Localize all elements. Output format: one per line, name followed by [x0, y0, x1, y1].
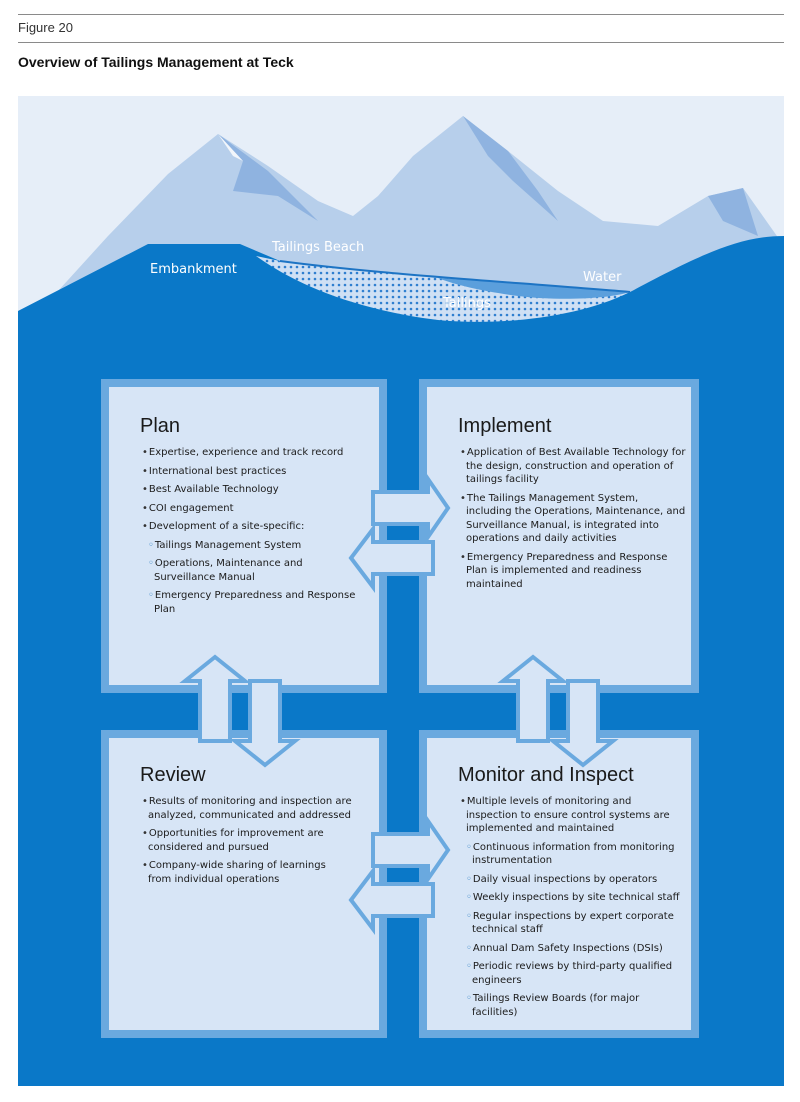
- tailings-beach-label: Tailings Beach: [272, 240, 365, 255]
- plan-item: COI engagement: [140, 502, 366, 516]
- mountain-shadow: [218, 116, 758, 236]
- review-item: Results of monitoring and inspection are…: [140, 795, 352, 822]
- tailings-label: Tailings: [443, 296, 491, 311]
- implement-title: Implement: [458, 415, 552, 437]
- plan-item: Development of a site-specific:: [140, 520, 366, 534]
- arrow-review-to-monitor: [371, 814, 451, 886]
- arrow-review-to-plan: [179, 654, 251, 743]
- monitor-panel: Monitor and Inspect Multiple levels of m…: [458, 764, 686, 1024]
- review-title: Review: [140, 764, 206, 786]
- plan-panel: Plan Expertise, experience and track rec…: [140, 415, 366, 621]
- monitor-subitem: Weekly inspections by site technical sta…: [458, 891, 686, 905]
- monitor-subitem: Annual Dam Safety Inspections (DSIs): [458, 942, 686, 956]
- monitor-title: Monitor and Inspect: [458, 764, 634, 786]
- monitor-subitem: Continuous information from monitoring i…: [458, 841, 686, 868]
- plan-subitem: Operations, Maintenance and Surveillance…: [140, 557, 366, 584]
- review-item: Company-wide sharing of learnings from i…: [140, 859, 352, 886]
- implement-item: Emergency Preparedness and Response Plan…: [458, 551, 686, 592]
- review-list: Results of monitoring and inspection are…: [140, 795, 352, 886]
- plan-item: Expertise, experience and track record: [140, 446, 366, 460]
- arrow-monitor-to-implement: [497, 654, 569, 743]
- mountain-highlight: [218, 134, 243, 161]
- plan-subitem: Tailings Management System: [140, 539, 366, 553]
- arrow-plan-to-review: [229, 679, 301, 768]
- top-rule: [18, 14, 784, 15]
- arrow-implement-to-monitor: [547, 679, 619, 768]
- monitor-list: Multiple levels of monitoring and inspec…: [458, 795, 686, 1019]
- embankment-label: Embankment: [150, 262, 237, 277]
- monitor-item: Multiple levels of monitoring and inspec…: [458, 795, 686, 836]
- figure-label: Figure 20: [18, 20, 73, 35]
- plan-title: Plan: [140, 415, 181, 437]
- monitor-subitem: Periodic reviews by third-party qualifie…: [458, 960, 686, 987]
- arrow-plan-to-implement: [371, 472, 451, 544]
- water-line: [279, 260, 631, 293]
- monitor-subitem: Tailings Review Boards (for major facili…: [458, 992, 686, 1019]
- implement-item: The Tailings Management System, includin…: [458, 492, 686, 546]
- plan-subitem: Emergency Preparedness and Response Plan: [140, 589, 366, 616]
- plan-item: Best Available Technology: [140, 483, 366, 497]
- review-item: Opportunities for improvement are consid…: [140, 827, 352, 854]
- plan-box: [101, 379, 387, 693]
- plan-item: International best practices: [140, 465, 366, 479]
- review-panel: Review Results of monitoring and inspect…: [140, 764, 352, 891]
- plan-list: Expertise, experience and track record I…: [140, 446, 366, 616]
- monitor-subitem: Daily visual inspections by operators: [458, 873, 686, 887]
- implement-panel: Implement Application of Best Available …: [458, 415, 686, 596]
- implement-list: Application of Best Available Technology…: [458, 446, 686, 591]
- title-rule: [18, 42, 784, 43]
- arrow-monitor-to-review: [348, 865, 435, 935]
- tailings-deposit: [256, 256, 630, 322]
- water-label: Water: [583, 270, 622, 285]
- figure-title: Overview of Tailings Management at Teck: [18, 54, 294, 70]
- monitor-subitem: Regular inspections by expert corporate …: [458, 910, 686, 937]
- implement-item: Application of Best Available Technology…: [458, 446, 686, 487]
- water-surface: [438, 278, 630, 299]
